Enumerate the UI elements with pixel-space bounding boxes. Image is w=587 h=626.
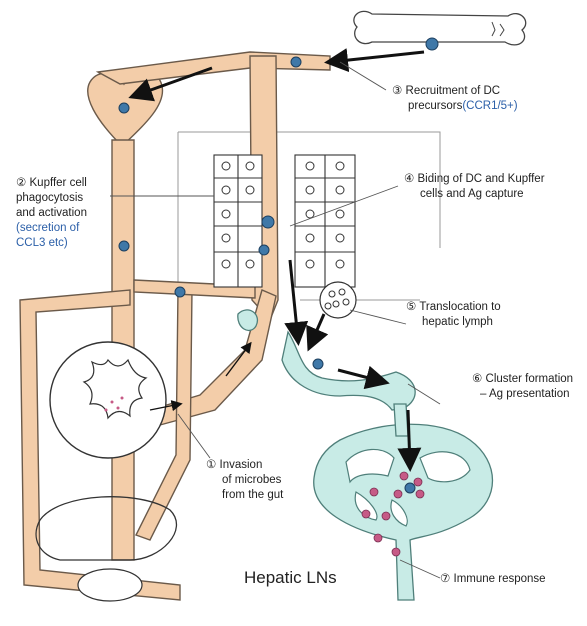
- kupffer-cell-cluster: [320, 282, 356, 318]
- label-step2: ② Kupffer cell phagocytosis and activati…: [16, 176, 87, 251]
- step3-line2: precursors: [408, 100, 462, 112]
- dc-sinusoid: [175, 287, 185, 297]
- label-hepatic-lns: Hepatic LNs: [244, 568, 337, 588]
- hepatic-lymph-vessel: [282, 332, 415, 410]
- step1-line1: Invasion: [220, 459, 263, 471]
- step3-line1: Recruitment of DC: [406, 85, 501, 97]
- lower-organ-inner: [78, 569, 142, 601]
- dc-hepatic-2: [259, 245, 269, 255]
- step3-number: ③: [392, 85, 402, 97]
- lymph-duct-small: [238, 310, 258, 331]
- step4-number: ④: [404, 173, 414, 185]
- step6-number: ⑥: [472, 373, 482, 385]
- step5-number: ⑤: [406, 301, 416, 313]
- step6-line2: – Ag presentation: [472, 387, 573, 402]
- step2-note2: CCL3 etc): [16, 236, 87, 251]
- label-step6: ⑥ Cluster formation – Ag presentation: [472, 372, 573, 402]
- arrow-kupffer-down: [310, 314, 324, 346]
- step2-line1: Kupffer cell: [30, 177, 87, 189]
- label-step7: ⑦ Immune response: [440, 572, 546, 587]
- hepatocyte-plates: [214, 155, 355, 287]
- step2-line2: phagocytosis: [16, 191, 87, 206]
- step4-line1: Biding of DC and Kupffer: [418, 173, 545, 185]
- label-step1: ① Invasion of microbes from the gut: [206, 458, 283, 503]
- dc-descending: [119, 241, 129, 251]
- label-step4: ④ Biding of DC and Kupffer cells and Ag …: [404, 172, 545, 202]
- label-step5: ⑤ Translocation to hepatic lymph: [406, 300, 501, 330]
- bone-icon: [354, 11, 526, 45]
- step1-number: ①: [206, 459, 216, 471]
- step6-line1: Cluster formation: [486, 373, 574, 385]
- gut-cross-section: [50, 342, 166, 458]
- portal-vein: [150, 290, 276, 425]
- step2-line3: and activation: [16, 206, 87, 221]
- dc-heart: [119, 103, 129, 113]
- step3-note: (CCR1/5+): [462, 100, 517, 112]
- step5-line1: Translocation to: [419, 301, 500, 313]
- dc-node: [405, 483, 415, 493]
- label-step3: ③ Recruitment of DC precursors(CCR1/5+): [392, 84, 518, 114]
- dc-artery: [291, 57, 301, 67]
- step2-note1: (secretion of: [16, 221, 87, 236]
- step4-line2: cells and Ag capture: [404, 187, 545, 202]
- step1-line2: of microbes: [206, 473, 283, 488]
- step7-number: ⑦: [440, 573, 450, 585]
- lymph-node-efferent: [394, 404, 408, 436]
- step2-number: ②: [16, 177, 26, 189]
- dc-lymph: [313, 359, 323, 369]
- step7-line1: Immune response: [454, 573, 546, 585]
- arrow-node-down: [408, 410, 410, 466]
- dc-bone-marrow: [426, 38, 438, 50]
- arrow-bone-to-artery: [330, 52, 424, 62]
- dc-hepatic-1: [262, 216, 274, 228]
- step5-line2: hepatic lymph: [406, 315, 501, 330]
- step1-line3: from the gut: [206, 488, 283, 503]
